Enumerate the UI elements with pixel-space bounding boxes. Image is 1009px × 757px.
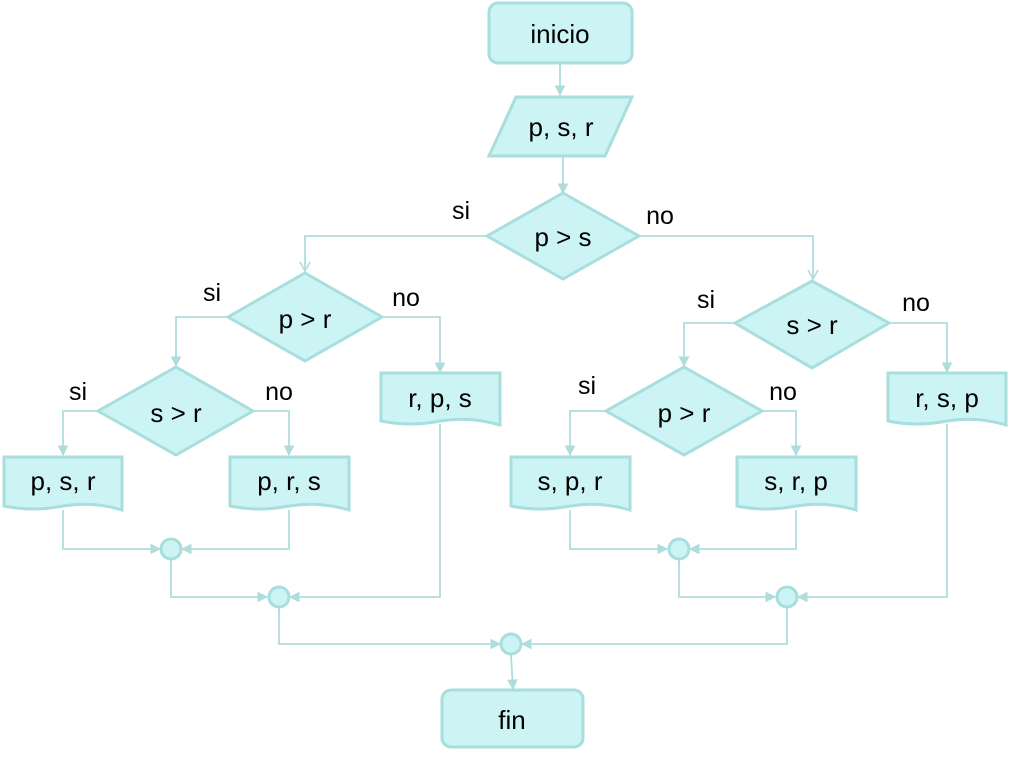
left-left-no-label: no — [265, 378, 293, 406]
input-label: p, s, r — [528, 112, 593, 142]
left-no-label: no — [392, 284, 420, 312]
arrow-right-yes — [678, 322, 735, 368]
output-document-o2 — [228, 455, 351, 513]
junction-right-inner — [667, 537, 691, 561]
decision-left-label: p > r — [279, 304, 332, 334]
output-o5-label: s, r, p — [764, 466, 828, 496]
output-o2-label: p, r, s — [257, 466, 321, 496]
connectors — [57, 64, 953, 691]
right-left-no-label: no — [769, 378, 797, 406]
arrow-j3-to-j5 — [278, 608, 502, 650]
output-document-o1 — [2, 455, 124, 513]
decision-root-label: p > s — [534, 222, 591, 252]
arrow-root-no — [639, 235, 819, 281]
end-label: fin — [498, 705, 525, 735]
decision-root — [483, 191, 643, 281]
arrow-o2-to-j1 — [180, 510, 290, 555]
output-document-o4 — [509, 455, 632, 513]
output-document-o6 — [886, 371, 1008, 428]
right-yes-label: si — [697, 286, 715, 314]
junction-left-outer — [267, 585, 291, 609]
output-o6-label: r, s, p — [915, 383, 979, 413]
labels: inicio p, s, r p > s p > r s > r s > r p… — [30, 19, 978, 735]
junction-left-inner — [159, 537, 183, 561]
output-o3-label: r, p, s — [408, 383, 472, 413]
arrow-o1-to-j1 — [62, 510, 162, 555]
branch-labels: si no si no si no si no si no — [69, 197, 930, 406]
arrow-right-no — [889, 322, 953, 374]
arrow-j1-to-j3 — [170, 560, 269, 603]
end-terminal — [440, 688, 585, 749]
arrow-leftleft-yes — [57, 410, 98, 457]
decision-right-label: s > r — [786, 310, 838, 340]
arrow-j4-to-j5 — [520, 608, 788, 650]
arrow-o5-to-j2 — [688, 510, 797, 555]
arrow-leftleft-no — [253, 410, 295, 457]
start-terminal — [487, 1, 634, 65]
decision-left-left — [94, 365, 257, 457]
arrow-o3-to-j3 — [288, 424, 441, 603]
junction-right-outer — [775, 585, 799, 609]
left-yes-label: si — [203, 279, 221, 307]
arrow-root-yes — [299, 235, 487, 273]
root-no-label: no — [646, 202, 674, 230]
input-parallelogram — [486, 95, 635, 158]
arrow-j2-to-j4 — [678, 560, 777, 603]
output-o4-label: s, p, r — [537, 466, 602, 496]
arrow-o6-to-j4 — [796, 424, 948, 603]
arrow-rightleft-no — [762, 410, 802, 457]
decision-right-left-label: p > r — [658, 398, 711, 428]
arrow-rightleft-yes — [564, 410, 606, 457]
decision-right-left — [602, 365, 766, 457]
junction-final — [499, 632, 523, 656]
start-label: inicio — [530, 19, 589, 49]
output-o1-label: p, s, r — [30, 466, 95, 496]
decision-right — [731, 279, 893, 370]
root-yes-label: si — [452, 197, 470, 225]
arrow-left-yes — [170, 316, 228, 368]
arrow-left-no — [382, 316, 446, 374]
arrow-o4-to-j2 — [569, 510, 669, 555]
output-document-o5 — [735, 455, 858, 513]
output-document-o3 — [379, 371, 502, 428]
right-left-yes-label: si — [578, 372, 596, 400]
left-left-yes-label: si — [69, 378, 87, 406]
decision-left — [224, 271, 386, 363]
decision-left-left-label: s > r — [150, 398, 202, 428]
arrow-j5-to-end — [507, 654, 518, 691]
right-no-label: no — [902, 289, 930, 317]
